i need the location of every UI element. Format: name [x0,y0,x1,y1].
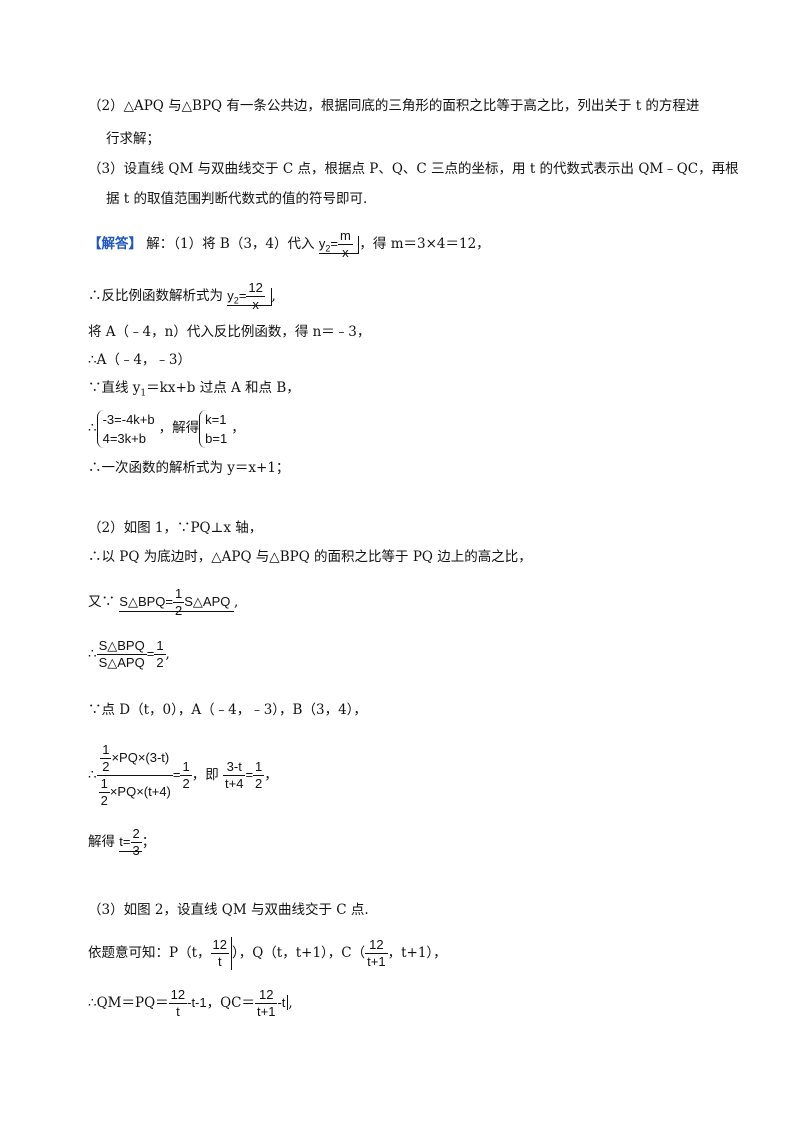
solution-line-linear-result: ∴一次函数的解析式为 y＝x+1； [88,460,290,476]
solution-intro: 解：（1）将 B（3，4）代入 [146,235,315,252]
solution-line-substitute-a: 将 A（﹣4，n）代入反比例函数，得 n＝﹣3， [88,324,371,340]
solution-result-m: ，得 m＝3×4＝12， [359,235,490,252]
solution2-line1: （2）如图 1，∵PQ⊥x 轴， [88,520,263,536]
solution2-line2: ∴以 PQ 为底边时，△APQ 与△BPQ 的面积之比等于 PQ 边上的高之比， [88,549,532,565]
analysis-part3-line1: （3）设直线 QM 与双曲线交于 C 点，根据点 P、Q、C 三点的坐标，用 t… [88,161,739,177]
solution-line-point-a: ∴A（﹣4，﹣3） [88,352,192,368]
solution-line-linear: ∵直线 y1＝kx+b 过点 A 和点 B， [88,380,300,399]
solution3-line1: （3）如图 2，设直线 QM 与双曲线交于 C 点. [88,902,369,918]
solution2-line-points: ∵点 D（t，0），A（﹣4，﹣3），B（3，4）， [88,702,367,718]
analysis-part2-line1: （2）△APQ 与△BPQ 有一条公共边，根据同底的三角形的面积之比等于高之比，… [88,98,700,114]
analysis-part3-line2: 据 t 的取值范围判断代数式的值的符号即可. [106,191,368,207]
answer-tag: 【解答】 [88,235,142,252]
analysis-part2-line2: 行求解； [106,131,160,147]
